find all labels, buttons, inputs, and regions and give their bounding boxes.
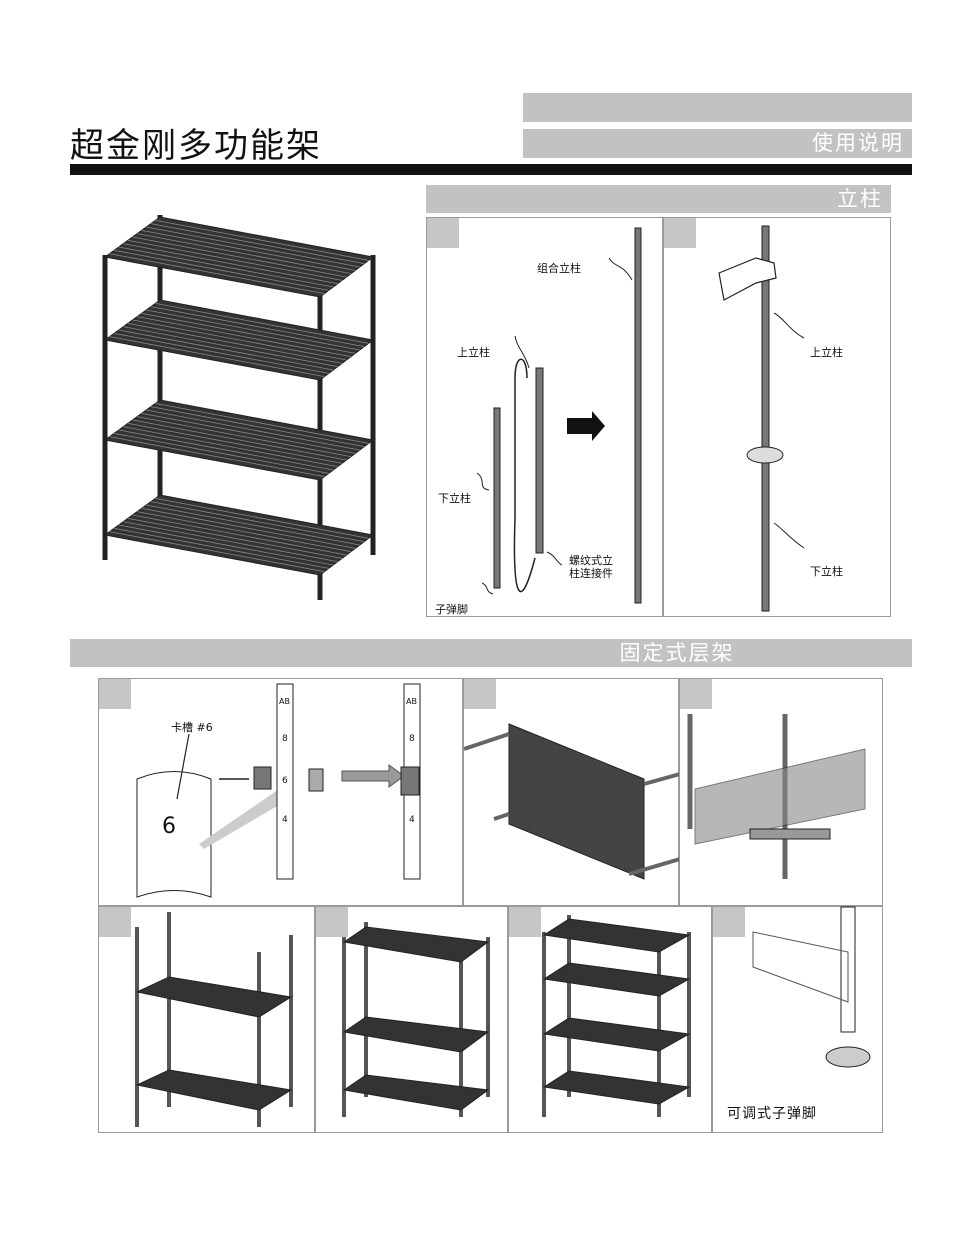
shelf-wire bbox=[155, 219, 369, 261]
shelf-wire bbox=[150, 306, 365, 348]
shelf-wire bbox=[146, 309, 360, 351]
label-adjustable-foot: 可调式子弹脚 bbox=[727, 1106, 817, 1122]
pole-mark: AB bbox=[279, 697, 290, 706]
shelf-wire bbox=[132, 319, 347, 361]
shelf-wire bbox=[150, 501, 365, 543]
shelf-wire bbox=[141, 507, 356, 549]
shelf-wire bbox=[123, 243, 338, 285]
header-bar-instructions: 使用说明 bbox=[523, 129, 912, 158]
panel-shelf-step5 bbox=[315, 906, 508, 1133]
panel-pole-step1: 组合立柱 上立柱 下立柱 螺纹式立 柱连接件 子弹脚 bbox=[426, 217, 663, 617]
shelf-wire bbox=[155, 402, 369, 444]
step-tag bbox=[664, 218, 696, 248]
shelf-wire bbox=[114, 332, 329, 374]
shelf-wire bbox=[132, 514, 347, 556]
step-tag bbox=[427, 218, 459, 248]
panel-shelf-step4 bbox=[98, 906, 315, 1133]
shelf-wire bbox=[132, 236, 347, 278]
pole-mark: AB bbox=[406, 697, 417, 706]
panel-shelf-step1: 卡槽 #6 6 AB 8 6 4 AB 8 4 bbox=[98, 678, 463, 906]
pole-mark: 4 bbox=[282, 815, 288, 825]
shelf-wire bbox=[146, 226, 360, 268]
shelf-wire bbox=[137, 511, 351, 553]
label-upper-pole: 上立柱 bbox=[810, 346, 843, 359]
shelf-wire bbox=[127, 239, 343, 281]
section-header-pole: 立柱 bbox=[426, 185, 891, 213]
pole-mark: 8 bbox=[282, 734, 288, 744]
label-combined-pole: 组合立柱 bbox=[537, 262, 581, 275]
label-bullet-foot: 子弹脚 bbox=[435, 603, 468, 616]
shelf-wire bbox=[118, 246, 334, 288]
step-tag bbox=[99, 679, 131, 709]
shelf-wire bbox=[123, 521, 338, 563]
shelf-wire bbox=[150, 406, 365, 448]
pole-mark: 6 bbox=[282, 776, 288, 786]
label-upper-pole: 上立柱 bbox=[457, 346, 490, 359]
shelf-wire bbox=[146, 409, 360, 451]
panel-shelf-step3 bbox=[679, 678, 883, 906]
shelf-wire bbox=[127, 422, 343, 464]
shelf-wire bbox=[141, 312, 356, 354]
step-tag bbox=[464, 679, 496, 709]
pole-mark: 4 bbox=[409, 815, 415, 825]
panel-shelf-step2 bbox=[463, 678, 681, 906]
shelf-wire bbox=[127, 517, 343, 559]
shelf-wire bbox=[109, 436, 325, 478]
shelf-wire bbox=[137, 316, 351, 358]
shelf-wire bbox=[109, 336, 325, 378]
shelf-wire bbox=[141, 412, 356, 454]
panel-shelf-step6 bbox=[508, 906, 712, 1133]
shelf-wire bbox=[132, 419, 347, 461]
step-tag bbox=[316, 907, 348, 937]
page-title: 超金刚多功能架 bbox=[70, 126, 322, 166]
shelf-wire bbox=[123, 326, 338, 368]
step-tag bbox=[99, 907, 131, 937]
shelf-wire bbox=[118, 329, 334, 371]
title-rule bbox=[70, 164, 912, 175]
panel-pole-step2: 上立柱 下立柱 bbox=[663, 217, 891, 617]
shelf-wire bbox=[155, 302, 369, 344]
label-lower-pole: 下立柱 bbox=[810, 565, 843, 578]
panel-shelf-step7: 可调式子弹脚 bbox=[712, 906, 883, 1133]
pole-mark: 8 bbox=[409, 734, 415, 744]
label-slot: 卡槽 #6 bbox=[171, 721, 213, 734]
section-header-shelf: 固定式层架 bbox=[70, 639, 912, 667]
label-lower-pole: 下立柱 bbox=[438, 492, 471, 505]
shelf-wire bbox=[141, 229, 356, 271]
label-slot-number: 6 bbox=[162, 814, 176, 839]
shelf-wire bbox=[150, 223, 365, 265]
shelf-wire bbox=[109, 531, 325, 573]
label-connector-line2: 柱连接件 bbox=[569, 567, 613, 580]
shelf-wire bbox=[146, 504, 360, 546]
shelf-wire bbox=[118, 524, 334, 566]
shelf-wire bbox=[127, 322, 343, 364]
shelf-wire bbox=[114, 527, 329, 569]
shelf-wire bbox=[114, 249, 329, 291]
shelf-wire bbox=[137, 233, 351, 275]
step-tag bbox=[509, 907, 541, 937]
shelf-overview-illustration bbox=[95, 205, 390, 605]
step-tag bbox=[680, 679, 712, 709]
shelf-wire bbox=[118, 429, 334, 471]
label-connector-line1: 螺纹式立 bbox=[569, 554, 613, 567]
shelf-wire bbox=[114, 432, 329, 474]
shelf-wire bbox=[155, 497, 369, 539]
shelf-wire bbox=[137, 416, 351, 458]
header-bar-top bbox=[523, 93, 912, 122]
step-tag bbox=[713, 907, 745, 937]
shelf-wire bbox=[109, 253, 325, 295]
shelf-wire bbox=[123, 426, 338, 468]
